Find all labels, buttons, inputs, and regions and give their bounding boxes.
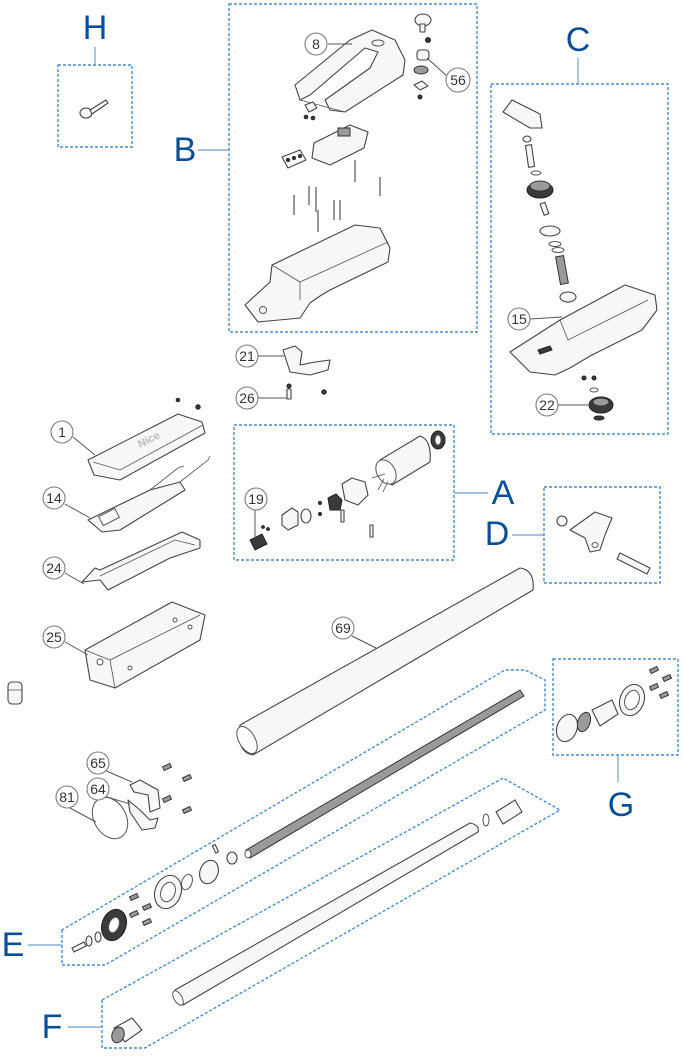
screw-set bbox=[293, 160, 381, 232]
base-shell-part bbox=[244, 224, 391, 323]
group-h: H bbox=[57, 9, 133, 148]
svg-text:1: 1 bbox=[58, 424, 66, 440]
front-bearing-parts bbox=[555, 665, 673, 743]
svg-text:26: 26 bbox=[239, 390, 255, 406]
svg-text:69: 69 bbox=[335, 620, 351, 636]
group-b-box[interactable] bbox=[228, 3, 478, 333]
group-h-box[interactable] bbox=[57, 64, 133, 148]
group-b: B bbox=[174, 3, 478, 333]
group-letter-f[interactable]: F bbox=[42, 1008, 63, 1046]
svg-text:19: 19 bbox=[248, 491, 264, 507]
svg-text:64: 64 bbox=[90, 781, 106, 797]
svg-text:25: 25 bbox=[46, 629, 62, 645]
outer-tube-part bbox=[238, 567, 534, 756]
rod-end-part bbox=[495, 799, 523, 825]
motor-assembly-parts bbox=[249, 430, 446, 551]
svg-text:14: 14 bbox=[46, 490, 62, 506]
callout-56[interactable]: 56 bbox=[426, 57, 471, 93]
release-key-icon bbox=[79, 99, 109, 119]
release-mechanism-parts bbox=[502, 99, 577, 303]
callout-8[interactable]: 8 bbox=[304, 32, 352, 56]
group-g-box[interactable] bbox=[552, 658, 679, 756]
control-box-part bbox=[84, 601, 206, 689]
clamp-group: 65 64 81 bbox=[55, 751, 193, 840]
group-letter-g[interactable]: G bbox=[608, 786, 634, 824]
gasket-part bbox=[81, 531, 201, 591]
group-letter-c[interactable]: C bbox=[566, 21, 591, 59]
callout-15[interactable]: 15 bbox=[507, 307, 563, 331]
control-box-stack: Nice 1 bbox=[7, 397, 211, 705]
piston-rod-part bbox=[173, 822, 479, 1006]
support-bracket-part bbox=[282, 345, 331, 376]
group-letter-a[interactable]: A bbox=[492, 474, 515, 512]
group-e: E bbox=[2, 669, 546, 966]
group-letter-b[interactable]: B bbox=[174, 131, 197, 169]
arm-bracket-part bbox=[294, 29, 406, 113]
group-c: C bbox=[490, 21, 669, 435]
outer-tube-group: 69 bbox=[236, 567, 534, 756]
callout-65[interactable]: 65 bbox=[86, 751, 133, 783]
callout-1[interactable]: 1 bbox=[50, 420, 96, 456]
clamp-lower-part bbox=[127, 799, 159, 831]
callout-14[interactable]: 14 bbox=[42, 486, 91, 519]
group-f-box[interactable] bbox=[101, 777, 562, 1049]
lower-shell-part bbox=[509, 284, 658, 376]
cover-part: Nice bbox=[87, 397, 206, 481]
callout-24[interactable]: 24 bbox=[42, 556, 85, 585]
control-board-part bbox=[87, 455, 211, 533]
svg-text:65: 65 bbox=[90, 755, 106, 771]
clamp-upper-part bbox=[129, 779, 161, 813]
piston-rod-parts bbox=[111, 799, 523, 1044]
group-e-box[interactable] bbox=[61, 669, 546, 966]
callout-81[interactable]: 81 bbox=[55, 785, 97, 823]
group-f: F bbox=[42, 777, 562, 1049]
rear-bracket-parts bbox=[556, 511, 651, 575]
callout-22[interactable]: 22 bbox=[535, 393, 590, 417]
callout-19[interactable]: 19 bbox=[244, 487, 268, 538]
callout-26[interactable]: 26 bbox=[235, 386, 287, 410]
callout-21[interactable]: 21 bbox=[235, 344, 284, 368]
svg-text:8: 8 bbox=[312, 36, 320, 52]
callout-69[interactable]: 69 bbox=[331, 616, 377, 649]
bushing-parts bbox=[413, 13, 432, 100]
svg-text:24: 24 bbox=[46, 560, 62, 576]
support-bracket-group: 21 26 bbox=[235, 344, 331, 410]
svg-text:21: 21 bbox=[239, 348, 255, 364]
group-letter-e[interactable]: E bbox=[2, 926, 25, 964]
group-d: D bbox=[485, 486, 661, 584]
svg-text:22: 22 bbox=[539, 397, 555, 413]
callout-64[interactable]: 64 bbox=[86, 777, 131, 805]
cable-gland-part bbox=[7, 681, 23, 705]
svg-text:81: 81 bbox=[59, 789, 75, 805]
release-knob-part bbox=[581, 375, 614, 421]
group-letter-h[interactable]: H bbox=[83, 9, 108, 47]
group-c-box[interactable] bbox=[490, 83, 669, 435]
svg-text:56: 56 bbox=[450, 72, 466, 88]
group-d-box[interactable] bbox=[543, 486, 661, 584]
svg-text:15: 15 bbox=[511, 311, 527, 327]
small-fastener-parts bbox=[303, 101, 318, 121]
group-a: A 19 bbox=[233, 424, 515, 561]
group-g: G bbox=[552, 658, 679, 824]
worm-screw-parts bbox=[71, 689, 525, 953]
terminal-cover-part bbox=[281, 124, 369, 169]
group-letter-d[interactable]: D bbox=[485, 515, 510, 553]
callout-25[interactable]: 25 bbox=[42, 625, 89, 656]
